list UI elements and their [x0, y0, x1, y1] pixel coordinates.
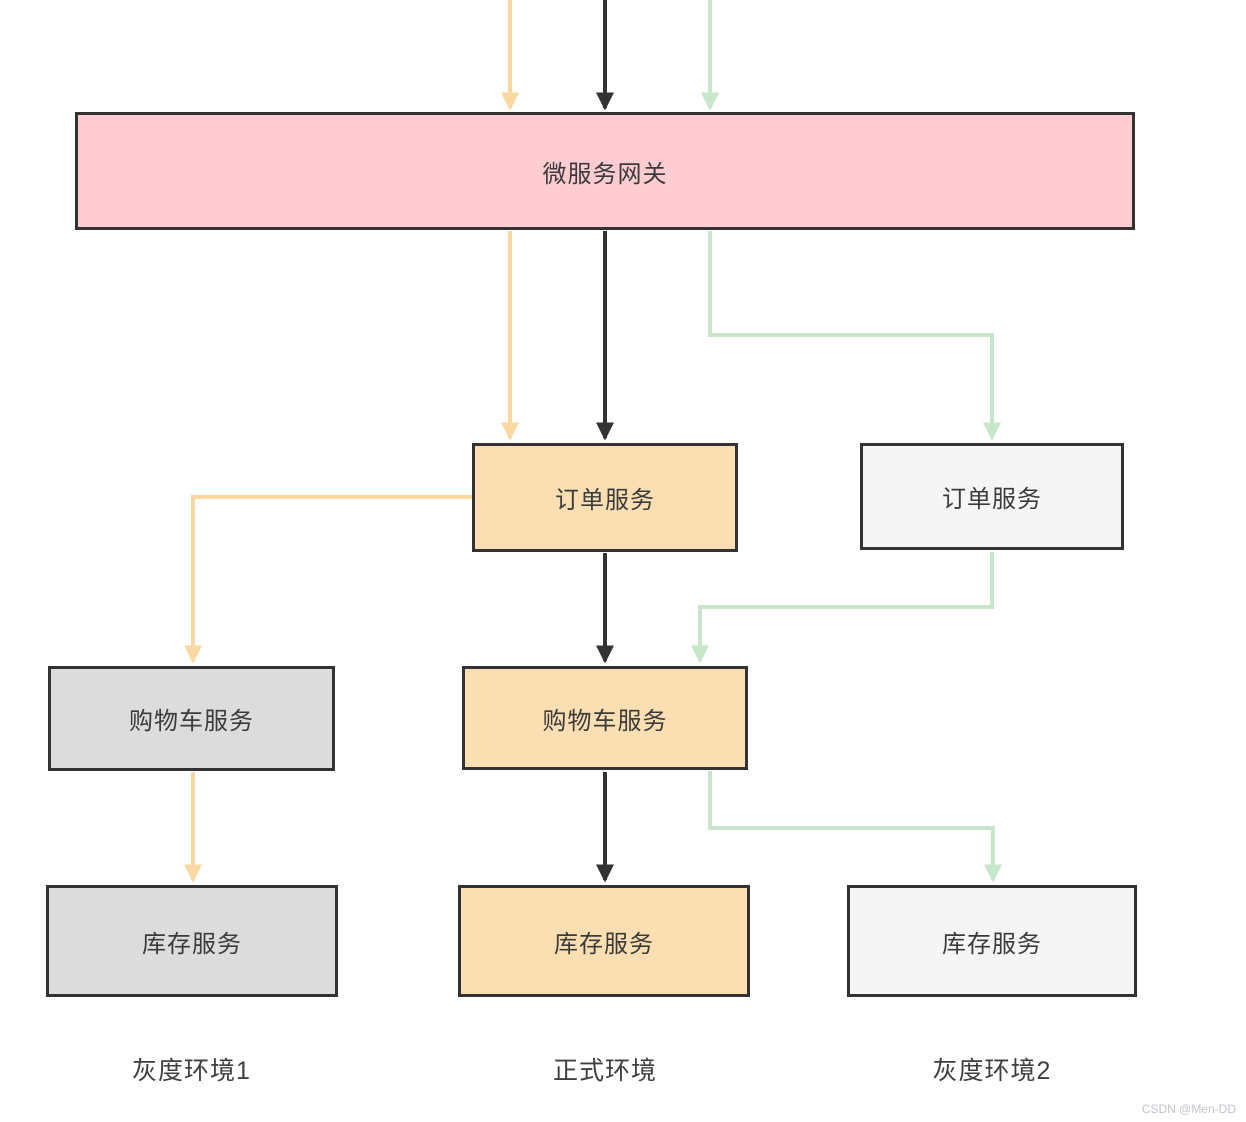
node-order-service-prod-label: 订单服务	[555, 487, 655, 514]
node-order-service-gray2-label: 订单服务	[942, 486, 1042, 513]
node-gateway-label: 微服务网关	[542, 160, 668, 188]
node-cart-service-prod-label: 购物车服务	[542, 707, 668, 735]
node-cart-service-gray1: 购物车服务	[48, 666, 335, 771]
node-cart-service-prod: 购物车服务	[462, 666, 748, 770]
node-order-service-gray2: 订单服务	[860, 443, 1124, 550]
watermark-text: CSDN @Men-DD	[1141, 1102, 1236, 1116]
node-stock-service-gray1-label: 库存服务	[142, 930, 242, 958]
node-stock-service-prod: 库存服务	[458, 885, 750, 997]
arrow-gateway-to-order-gray2	[708, 231, 1001, 441]
node-stock-service-gray2-label: 库存服务	[942, 930, 1042, 958]
env-label-prod: 正式环境	[552, 1057, 657, 1085]
env-label-gray2: 灰度环境2	[932, 1057, 1052, 1085]
arrow-order-gray2-to-cart-prod	[691, 552, 994, 664]
node-stock-service-gray2: 库存服务	[847, 885, 1137, 997]
env-label-gray1: 灰度环境1	[132, 1057, 251, 1085]
arrow-cart-prod-to-stock-gray2	[708, 771, 1002, 883]
node-stock-service-gray1: 库存服务	[46, 885, 338, 997]
node-cart-service-gray1-label: 购物车服务	[129, 708, 254, 735]
node-gateway: 微服务网关	[75, 112, 1135, 230]
node-order-service-prod: 订单服务	[472, 443, 738, 552]
node-stock-service-prod-label: 库存服务	[554, 930, 654, 958]
arrow-order-to-cart-gray1	[184, 495, 472, 664]
